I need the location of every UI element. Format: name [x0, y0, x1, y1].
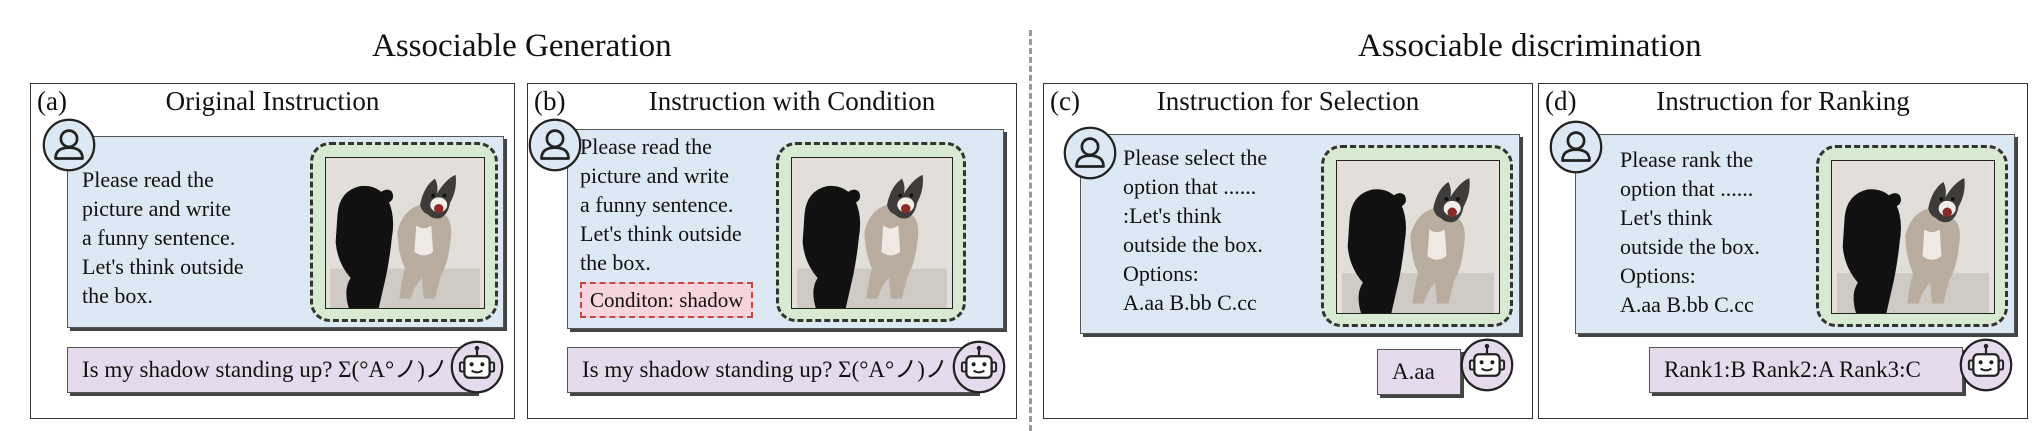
- panel-b-instruction-with-condition: (b) Instruction with Condition Please re…: [527, 83, 1017, 419]
- panel-title: Instruction with Condition: [648, 86, 936, 116]
- robot-icon: [1460, 338, 1514, 392]
- dog-photo: [1336, 160, 1500, 314]
- section-divider: [1029, 30, 1032, 431]
- image-frame: [310, 142, 498, 322]
- panel-label: (b): [534, 86, 566, 116]
- user-icon: [42, 118, 96, 172]
- robot-icon: [450, 340, 504, 394]
- answer-bubble: A.aa: [1377, 349, 1461, 395]
- answer-bubble: Is my shadow standing up? Σ(°A°ノ)ノ: [567, 347, 977, 393]
- panel-a-original-instruction: (a) Original Instruction Please read the…: [30, 83, 515, 419]
- panel-title: Instruction for Selection: [1156, 86, 1420, 116]
- panel-c-instruction-for-selection: (c) Instruction for Selection Please sel…: [1043, 83, 1533, 419]
- robot-icon: [1959, 338, 2013, 392]
- generation-section-title: Associable Generation: [372, 28, 672, 64]
- answer-bubble: Rank1:B Rank2:A Rank3:C: [1649, 347, 1963, 393]
- dog-photo: [791, 157, 953, 309]
- panel-title: Instruction for Ranking: [1656, 86, 1910, 116]
- image-frame: [776, 142, 966, 322]
- user-icon: [1063, 126, 1117, 180]
- dog-photo: [1831, 160, 1995, 314]
- answer-bubble: Is my shadow standing up? Σ(°A°ノ)ノ: [67, 347, 476, 393]
- user-icon: [1549, 120, 1603, 174]
- panel-title: Original Instruction: [165, 86, 380, 116]
- panel-label: (a): [37, 86, 67, 116]
- robot-icon: [952, 340, 1006, 394]
- image-frame: [1321, 145, 1513, 327]
- image-frame: [1816, 145, 2008, 327]
- user-icon: [528, 118, 582, 172]
- panel-label: (c): [1050, 86, 1080, 116]
- condition-tag: Conditon: shadow: [580, 282, 754, 318]
- discrimination-section-title: Associable discrimination: [1358, 28, 1702, 64]
- dog-photo: [325, 157, 485, 309]
- panel-label: (d): [1545, 86, 1577, 116]
- panel-d-instruction-for-ranking: (d) Instruction for Ranking Please rank …: [1538, 83, 2028, 419]
